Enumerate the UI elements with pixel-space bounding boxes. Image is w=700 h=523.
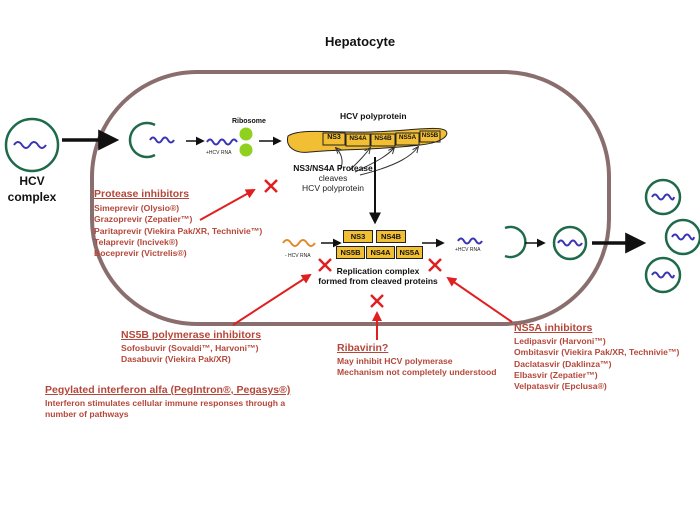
protease-text-line1: NS3/NS4A Protease [293,163,373,173]
replication-box-ns4a: NS4A [366,246,395,259]
replication-box-ns4b: NS4B [376,230,406,243]
replication-box-ns5a: NS5A [396,246,423,259]
hcv-complex-line2: complex [7,190,57,204]
ns5a-inhibitor-item: Elbasvir (Zepatier™) [514,369,598,380]
ns5a-inhibitor-item: Ledipasvir (Harvoni™) [514,336,606,346]
assembly-capsid [504,225,527,259]
protease-text: NS3/NS4A Protease cleaves HCV polyprotei… [278,163,388,193]
inhibition-x-ns5a [428,258,442,272]
ribavirin-item: Mechanism not completely understood [337,367,497,378]
peg-interferon-item: number of pathways [45,409,129,420]
protease-inhibitor-item: Grazoprevir (Zepatier™) [94,214,193,225]
inhibition-x-protease [264,179,278,193]
protease-inhibitors-panel: Protease inhibitors Simeprevir (Olysio®)… [94,188,262,259]
protease-inhibitor-item: Telaprevir (Incivek®) [94,236,179,247]
ns5b-inhibitors-heading: NS5B polymerase inhibitors [121,329,262,341]
ribavirin-heading: Ribavirin? [337,342,389,354]
ns5b-inhibitors-panel: NS5B polymerase inhibitors Sofosbuvir (S… [121,329,261,366]
protease-text-line2: cleaves [318,173,348,183]
ribosome-label: Ribosome [232,118,266,125]
replication-text-line1: Replication complex [336,266,420,276]
protease-inhibitor-item: Simeprevir (Olysio®) [94,203,180,213]
ribavirin-panel: Ribavirin? May inhibit HCV polymerase Me… [337,342,496,379]
minus-rna-strand [282,239,316,247]
ns5b-inhibitor-item: Dasabuvir (Viekira Pak/XR) [121,354,231,365]
inhibition-x-ribavirin [370,294,384,308]
polyprotein-segment-ns4b: NS4B [374,135,392,142]
ns5a-inhibitors-heading: NS5A inhibitors [514,322,593,334]
replication-box-ns5b: NS5B [336,246,365,259]
ns5a-inhibitor-item: Velpatasvir (Epclusa®) [514,381,607,392]
ribavirin-item: May inhibit HCV polymerase [337,356,453,366]
replication-box-ns3: NS3 [343,230,373,243]
ns5a-inhibitor-arrow [446,276,513,323]
assembled-virion [552,225,588,261]
peg-interferon-panel: Pegylated interferon alfa (PegIntron®, P… [45,384,290,421]
hcv-complex-line1: HCV [19,174,45,188]
plus-rna-strand [206,138,238,146]
protease-inhibitor-item: Boceprevir (Victrelis®) [94,248,187,259]
polyprotein-segment-ns5a: NS5A [398,134,417,141]
replication-text: Replication complex formed from cleaved … [318,266,438,286]
protease-inhibitor-item: Paritaprevir (Viekira Pak/XR, Technivie™… [94,225,263,236]
polyprotein-segment-ns3: NS3 [327,134,341,141]
hcv-complex-left [4,117,60,173]
ns5b-inhibitor-arrow [232,273,312,326]
new-plus-rna-label: +HCV RNA [455,247,481,253]
inhibition-x-ns5b [318,258,332,272]
new-plus-rna [457,237,483,245]
page-title: Hepatocyte [325,34,396,49]
minus-rna-label: - HCV RNA [285,253,311,259]
peg-interferon-heading: Pegylated interferon alfa (PegIntron®, P… [45,384,291,396]
protease-inhibitor-arrow [199,189,256,221]
peg-interferon-item: Interferon stimulates cellular immune re… [45,398,286,408]
ns5a-inhibitor-item: Ombitasvir (Viekira Pak/XR, Technivie™) [514,347,680,358]
hepatocyte-cell [90,70,611,326]
uncoating-virus [128,121,175,159]
protease-text-line3: HCV polyprotein [302,183,364,193]
ribosome-icon [239,127,253,157]
ns5a-inhibitor-item: Daclatasvir (Daklinza™) [514,358,612,369]
ns5b-inhibitor-item: Sofosbuvir (Sovaldi™, Harvoni™) [121,343,259,353]
replication-text-line2: formed from cleaved proteins [318,276,438,286]
polyprotein-segment-ns4a: NS4A [349,135,367,142]
plus-rna-label: +HCV RNA [206,150,232,156]
polyprotein-label: HCV polyprotein [340,111,407,121]
released-virions [644,178,700,294]
hcv-complex-label: HCV complex [6,173,58,205]
ns5a-inhibitors-panel: NS5A inhibitors Ledipasvir (Harvoni™) Om… [514,322,679,392]
protease-inhibitors-heading: Protease inhibitors [94,188,190,200]
hcv-polyprotein [286,127,448,153]
polyprotein-segment-ns5b: NS5B [421,132,439,139]
